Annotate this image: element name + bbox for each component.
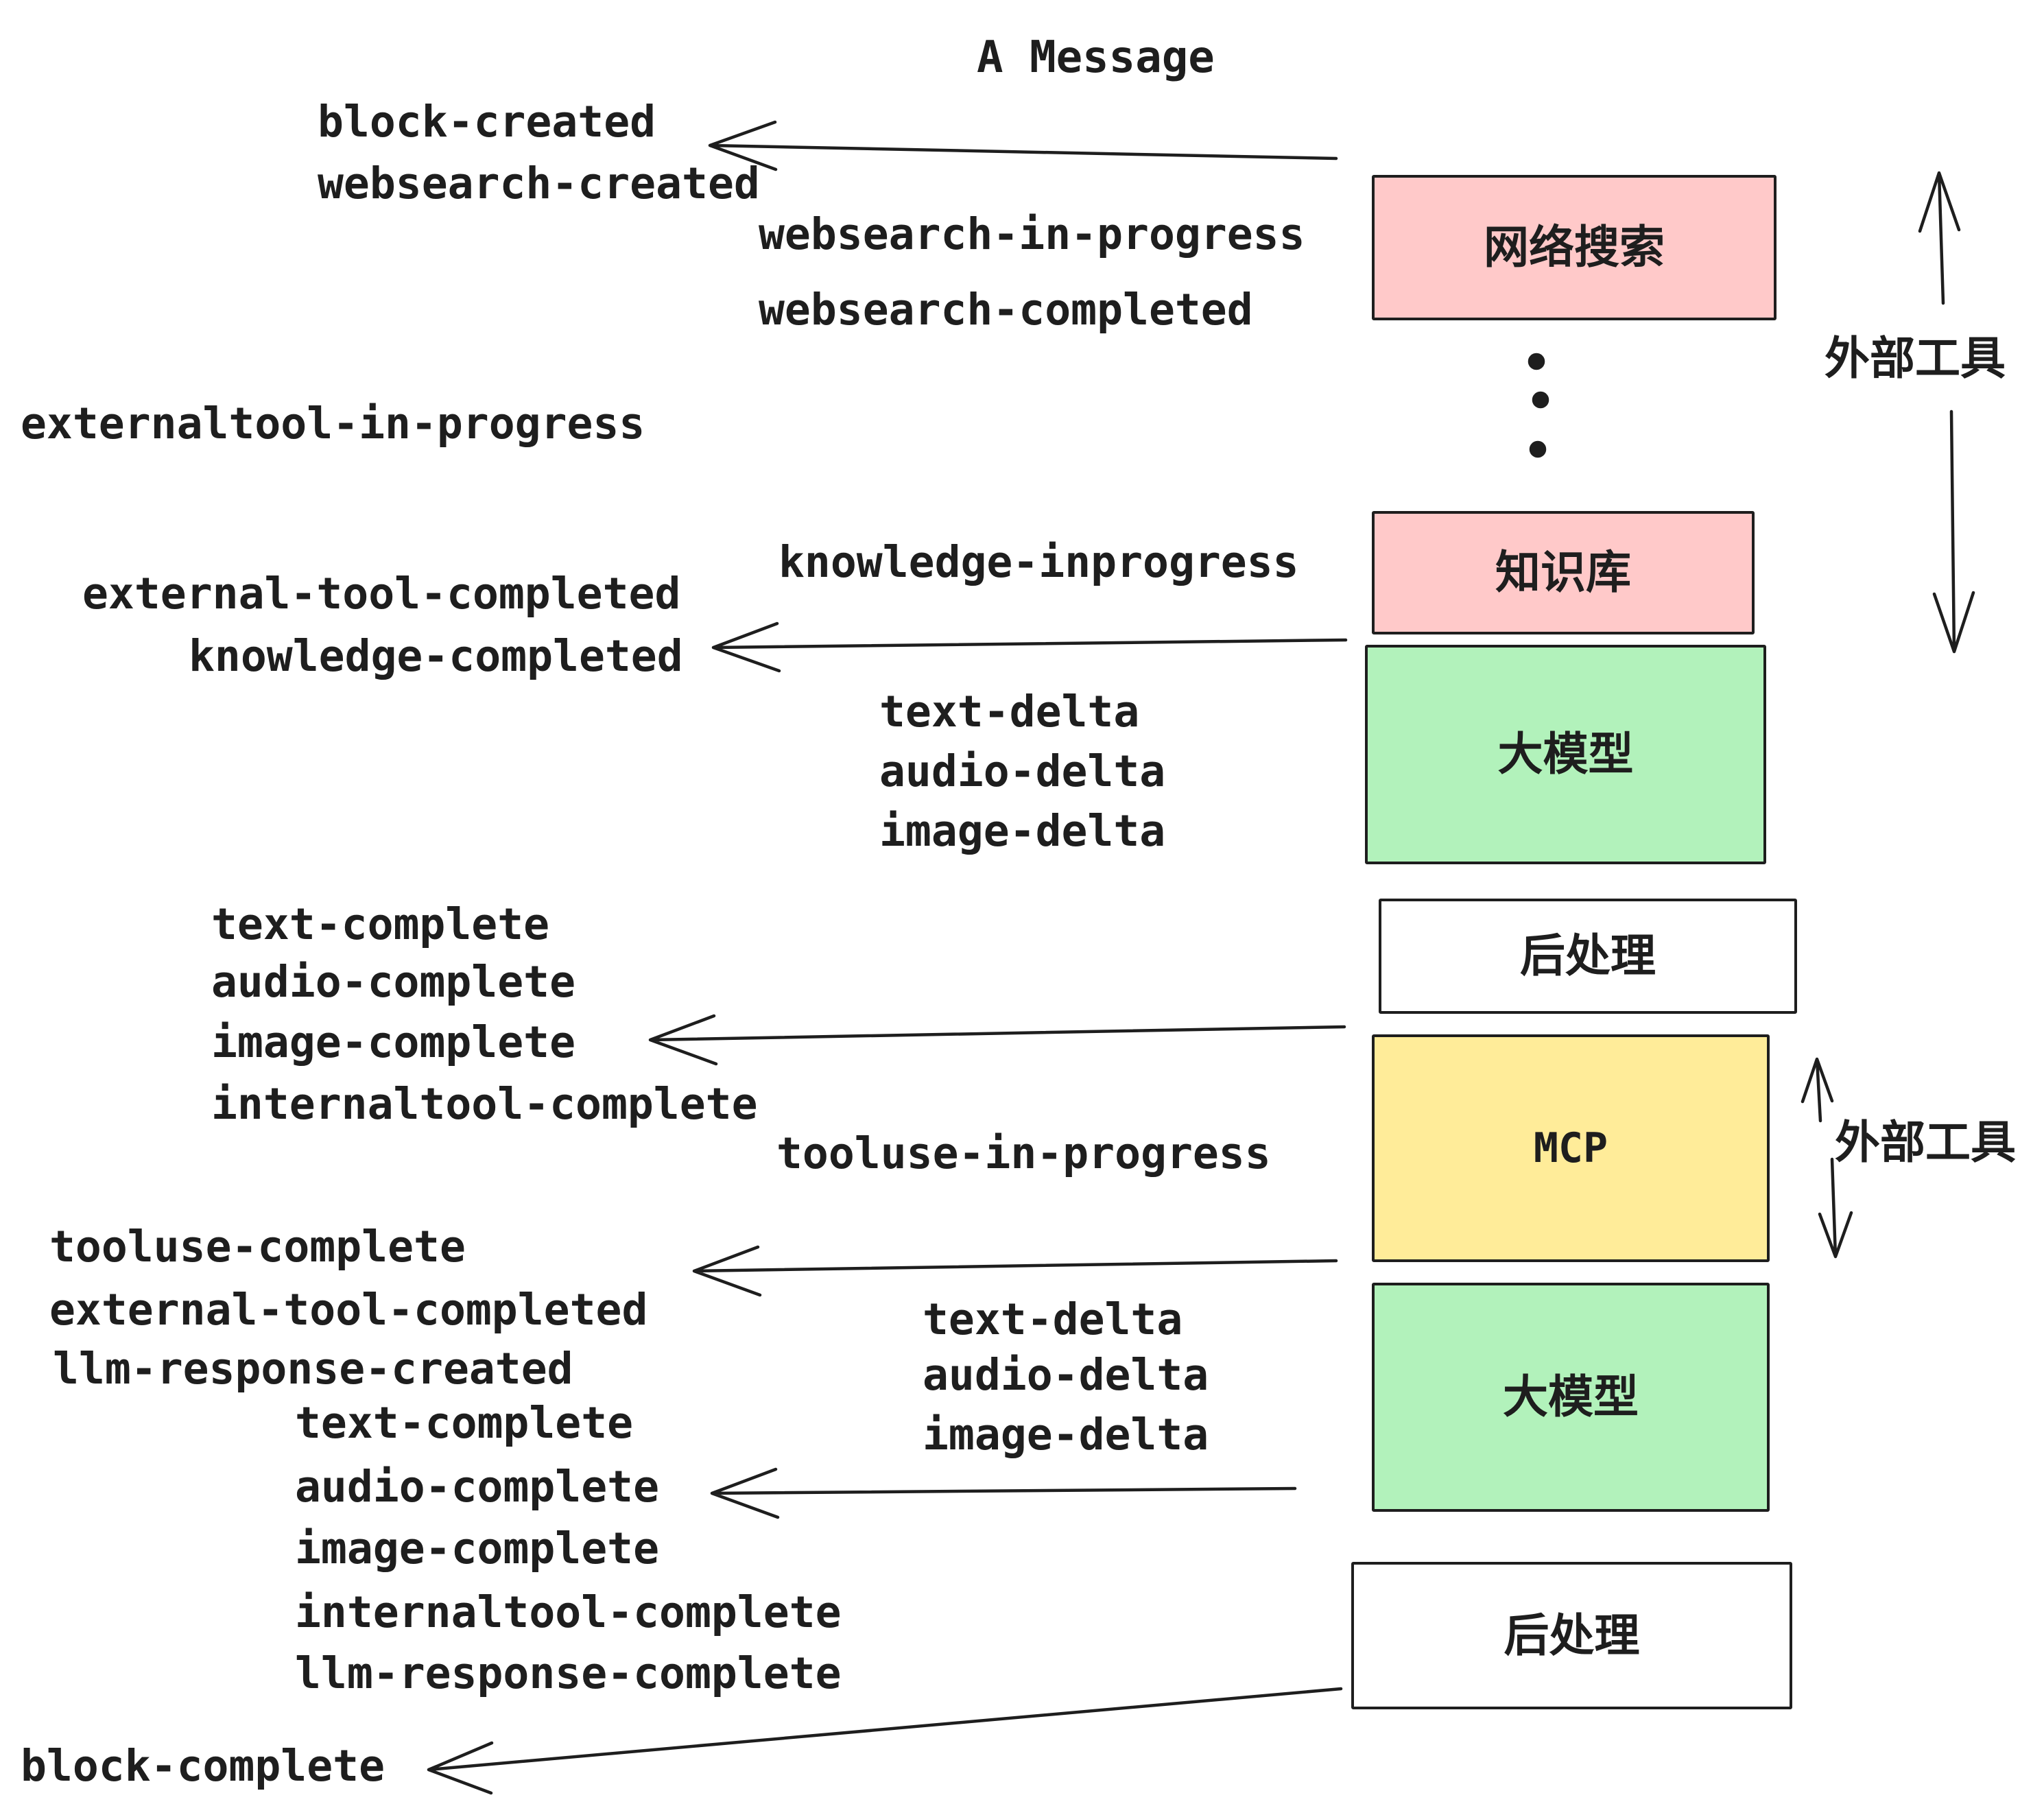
event-external-tool-completed-2: external-tool-completed	[49, 1285, 648, 1335]
box-mcp-label: MCP	[1533, 1124, 1608, 1172]
event-internaltool-complete-2: internaltool-complete	[295, 1587, 842, 1637]
event-text-delta-2: text-delta	[923, 1294, 1183, 1344]
event-audio-complete-2: audio-complete	[295, 1462, 660, 1512]
box-postprocess-1-label: 后处理	[1520, 929, 1656, 982]
external-tools-arrow-down-2	[1818, 1157, 1853, 1259]
external-tools-label-2: 外部工具	[1835, 1116, 2016, 1169]
event-image-delta-2: image-delta	[923, 1410, 1209, 1460]
event-websearch-in-progress: websearch-in-progress	[759, 209, 1305, 259]
event-tooluse-complete: tooluse-complete	[49, 1222, 466, 1272]
box-knowledge-base: 知识库	[1372, 511, 1755, 634]
event-llm-response-complete: llm-response-complete	[295, 1648, 842, 1698]
box-postprocess-1: 后处理	[1379, 899, 1797, 1014]
external-tools-arrow-up-1	[1918, 171, 1961, 305]
event-knowledge-inprogress: knowledge-inprogress	[779, 537, 1299, 587]
arrow-websearch-created	[708, 120, 1338, 171]
event-websearch-created: websearch-created	[318, 158, 760, 209]
box-mcp: MCP	[1372, 1034, 1770, 1262]
event-externaltool-in-progress: externaltool-in-progress	[21, 399, 645, 449]
event-text-delta-1: text-delta	[879, 687, 1140, 737]
box-postprocess-2: 后处理	[1351, 1562, 1792, 1709]
event-audio-delta-2: audio-delta	[923, 1350, 1209, 1400]
event-audio-complete-1: audio-complete	[211, 957, 576, 1007]
arrow-block-complete	[427, 1687, 1343, 1795]
arrow-audio-complete	[710, 1467, 1297, 1519]
event-audio-delta-1: audio-delta	[879, 746, 1166, 796]
event-text-complete-1: text-complete	[211, 899, 550, 949]
event-external-tool-completed-1: external-tool-completed	[82, 569, 681, 619]
box-llm-2-label: 大模型	[1503, 1370, 1639, 1423]
box-postprocess-2-label: 后处理	[1504, 1609, 1640, 1662]
box-web-search-label: 网络搜索	[1484, 221, 1665, 274]
arrow-knowledge-completed	[711, 621, 1348, 673]
box-knowledge-base-label: 知识库	[1495, 546, 1631, 599]
external-tools-arrow-up-2	[1801, 1057, 1834, 1123]
external-tools-label-1: 外部工具	[1825, 332, 2006, 385]
event-image-complete-2: image-complete	[295, 1523, 660, 1574]
box-llm-1: 大模型	[1365, 645, 1766, 864]
box-llm-2: 大模型	[1372, 1283, 1770, 1512]
event-llm-response-created: llm-response-created	[53, 1344, 573, 1394]
diagram-title: A Message	[977, 32, 1215, 83]
event-image-complete-1: image-complete	[211, 1017, 576, 1067]
event-websearch-completed: websearch-completed	[759, 285, 1253, 335]
event-tooluse-in-progress: tooluse-in-progress	[776, 1128, 1271, 1178]
box-web-search: 网络搜索	[1372, 175, 1776, 320]
event-image-delta-1: image-delta	[879, 806, 1166, 856]
arrow-tooluse-complete	[692, 1245, 1338, 1297]
arrow-image-complete	[648, 1014, 1346, 1066]
event-block-created: block-created	[318, 97, 656, 147]
external-tools-arrow-down-1	[1932, 410, 1975, 654]
event-block-complete: block-complete	[21, 1741, 385, 1791]
box-llm-1-label: 大模型	[1497, 728, 1634, 781]
ellipsis-dots-icon	[1528, 353, 1549, 458]
event-knowledge-completed: knowledge-completed	[189, 631, 683, 681]
event-text-complete-2: text-complete	[295, 1398, 634, 1448]
event-internaltool-complete-1: internaltool-complete	[211, 1079, 758, 1129]
